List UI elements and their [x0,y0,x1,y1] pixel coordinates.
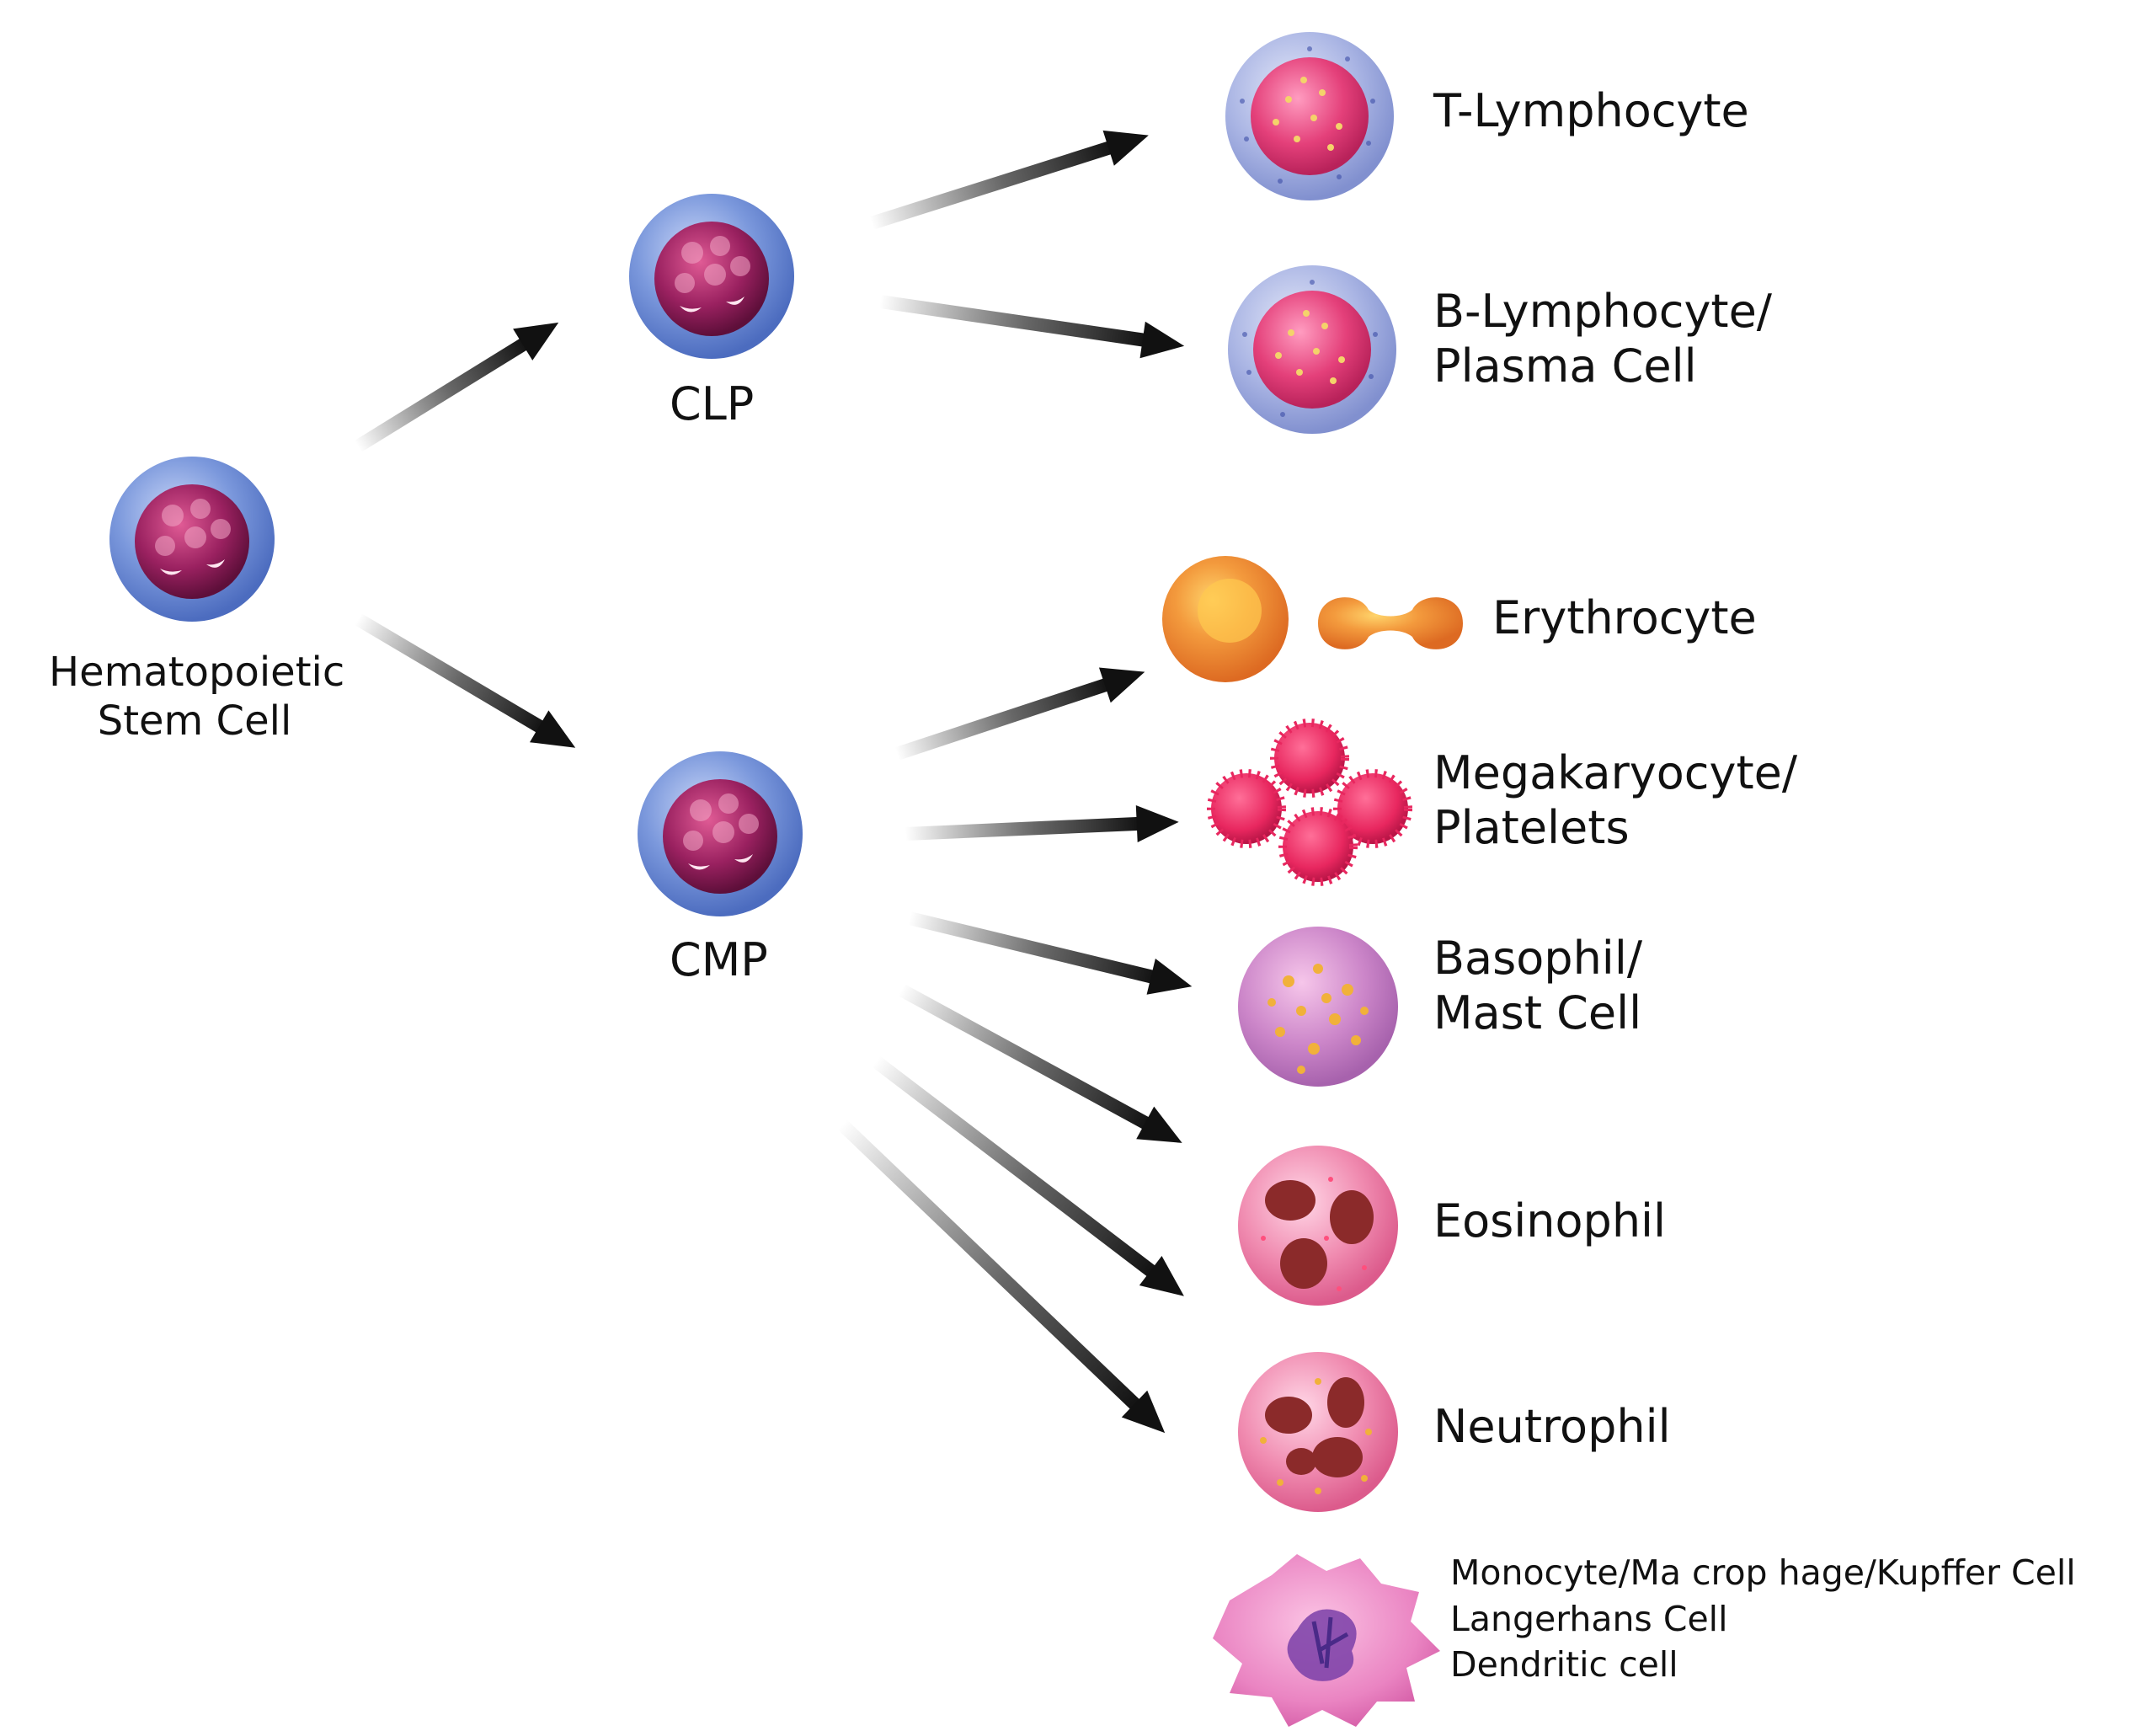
arrow-cmp-to-megakaryocyte [905,805,1179,842]
megakaryocyte-label-line1: Megakaryocyte/ [1433,746,1798,799]
monocyte-label-line3: Dendritic cell [1450,1644,1678,1686]
eosinophil-label-line1: Eosinophil [1433,1194,1667,1247]
arrow-cmp-to-monocyte [837,1119,1166,1434]
eosinophil-cell [1238,1146,1398,1306]
basophil-cell [1238,927,1398,1087]
arrow-cmp-to-neutrophil [872,1055,1184,1296]
monocyte-label: Monocyte/Ma crop hage/Kupffer Cell Lange… [1450,1550,2076,1688]
clp-cell [629,194,794,359]
monocyte-label-line1: Monocyte/Ma crop hage/Kupffer Cell [1450,1552,2076,1593]
platelet-cluster [1207,719,1412,886]
hsc-label-line2: Stem Cell [97,697,292,745]
megakaryocyte-label-line2: Platelets [1433,800,1630,854]
basophil-label: Basophil/ Mast Cell [1433,932,1642,1041]
arrow-clp-to-t-lymphocyte [869,130,1149,230]
neutrophil-label: Neutrophil [1433,1400,1671,1455]
hsc-label: Hematopoietic Stem Cell [49,649,345,745]
arrow-cmp-to-erythrocyte [894,667,1145,761]
t-lymphocyte-cell [1225,32,1394,200]
arrow-cmp-to-basophil [908,911,1193,995]
clp-label: CLP [670,377,755,430]
t-lymphocyte-label: T-Lymphocyte [1433,84,1749,139]
hematopoietic-stem-cell [109,457,275,622]
arrow-hsc-to-cmp [354,613,576,748]
cmp-cell [638,751,803,916]
b-lymphocyte-cell [1228,265,1396,434]
t-lymphocyte-label-line1: T-Lymphocyte [1433,84,1749,137]
neutrophil-cell [1238,1352,1398,1512]
neutrophil-label-line1: Neutrophil [1433,1400,1671,1453]
erythrocyte-label-line1: Erythrocyte [1492,591,1757,644]
arrow-cmp-to-eosinophil [898,983,1182,1143]
arrow-clp-to-b-lymphocyte [878,295,1185,359]
erythrocyte-label: Erythrocyte [1492,591,1757,646]
monocyte-label-line2: Langerhans Cell [1450,1598,1728,1639]
b-lymphocyte-label-line1: B-Lymphocyte/ [1433,285,1772,338]
erythrocyte-cells [1162,556,1463,682]
eosinophil-label: Eosinophil [1433,1194,1666,1249]
megakaryocyte-label: Megakaryocyte/ Platelets [1433,746,1797,856]
monocyte-macrophage-cell [1213,1554,1440,1727]
cmp-label: CMP [670,933,768,986]
b-lymphocyte-label: B-Lymphocyte/ Plasma Cell [1433,285,1772,394]
arrow-hsc-to-clp [354,322,559,452]
basophil-label-line1: Basophil/ [1433,932,1643,985]
basophil-label-line2: Mast Cell [1433,986,1642,1039]
hsc-label-line1: Hematopoietic [49,649,345,696]
b-lymphocyte-label-line2: Plasma Cell [1433,339,1697,393]
